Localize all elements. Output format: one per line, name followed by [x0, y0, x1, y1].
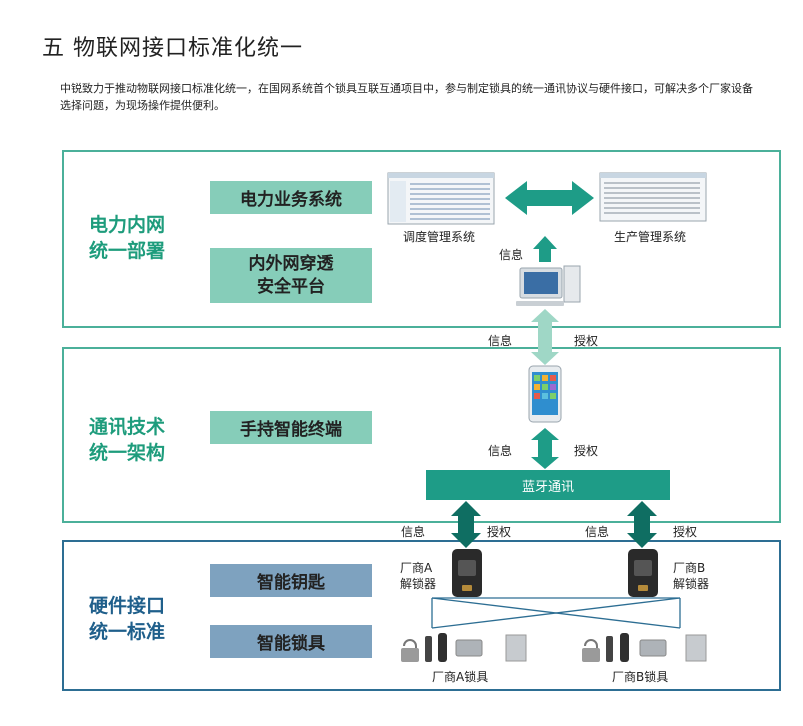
panel-power-network — [62, 150, 781, 328]
smartphone-icon — [528, 365, 562, 423]
section-hardware-line2: 统一标准 — [88, 621, 165, 643]
info-up-arrow — [533, 236, 557, 262]
handheld-terminal-box: 手持智能终端 — [210, 411, 372, 444]
auth-label-computer: 授权 — [574, 334, 599, 348]
dispatch-system-label: 调度管理系统 — [403, 230, 476, 244]
vendor-b-locks-label: 厂商B锁具 — [612, 670, 669, 684]
panel-communication — [62, 347, 781, 523]
production-system-label: 生产管理系统 — [614, 230, 687, 244]
dispatch-system-screenshot — [387, 172, 495, 225]
page-title: 五 物联网接口标准化统一 — [42, 36, 303, 61]
computer-icon — [516, 265, 581, 306]
section-comm-line1: 通讯技术 — [88, 416, 165, 438]
section-power-line2: 统一部署 — [88, 240, 165, 262]
penetration-platform-line1: 内外网穿透 — [248, 253, 334, 274]
power-business-system-box: 电力业务系统 — [210, 181, 372, 214]
vendor-b-unlocker-line2: 解锁器 — [673, 577, 710, 591]
smart-lock-box: 智能锁具 — [210, 625, 372, 658]
computer-phone-arrow — [531, 309, 559, 365]
unlocker-a-arrow — [451, 501, 481, 548]
vendor-a-unlocker-line1: 厂商A — [400, 561, 433, 575]
production-system-screenshot — [599, 172, 707, 222]
auth-label-vendor-a: 授权 — [487, 525, 512, 539]
section-comm-title: 通讯技术 统一架构 — [72, 414, 182, 466]
vendor-a-locks-label: 厂商A锁具 — [432, 670, 489, 684]
section-hardware-line1: 硬件接口 — [88, 595, 165, 617]
bluetooth-bar: 蓝牙通讯 — [426, 470, 670, 500]
vendor-a-locks — [401, 633, 527, 662]
unlocker-b-arrow — [627, 501, 657, 548]
section-power-line1: 电力内网 — [88, 214, 165, 236]
vendor-a-unlocker-label: 厂商A 解锁器 — [400, 560, 436, 592]
penetration-platform-box: 内外网穿透 安全平台 — [210, 248, 372, 303]
auth-label-phone: 授权 — [574, 444, 599, 458]
vendor-b-locks — [582, 633, 707, 662]
system-sync-arrow — [505, 181, 594, 215]
unlocker-a-device — [452, 549, 482, 597]
phone-bluetooth-arrow — [531, 428, 559, 469]
vendor-b-unlocker-line1: 厂商B — [673, 561, 706, 575]
section-hardware-title: 硬件接口 统一标准 — [72, 593, 182, 645]
info-label-phone: 信息 — [488, 444, 513, 458]
smart-key-box: 智能钥匙 — [210, 564, 372, 597]
unlocker-b-device — [628, 549, 658, 597]
section-power-title: 电力内网 统一部署 — [72, 212, 182, 264]
info-label-top: 信息 — [499, 248, 524, 262]
info-label-vendor-a: 信息 — [401, 525, 426, 539]
info-label-computer: 信息 — [488, 334, 513, 348]
panel-hardware — [62, 540, 781, 691]
section-comm-line2: 统一架构 — [88, 442, 165, 464]
auth-label-vendor-b: 授权 — [673, 525, 698, 539]
vendor-b-unlocker-label: 厂商B 解锁器 — [673, 560, 709, 592]
info-label-vendor-b: 信息 — [585, 525, 610, 539]
vendor-a-unlocker-line2: 解锁器 — [400, 577, 437, 591]
penetration-platform-line2: 安全平台 — [257, 276, 325, 297]
interconnect-lines — [431, 597, 681, 629]
description: 中锐致力于推动物联网接口标准化统一，在国网系统首个锁具互联互通项目中，参与制定锁… — [60, 82, 753, 112]
